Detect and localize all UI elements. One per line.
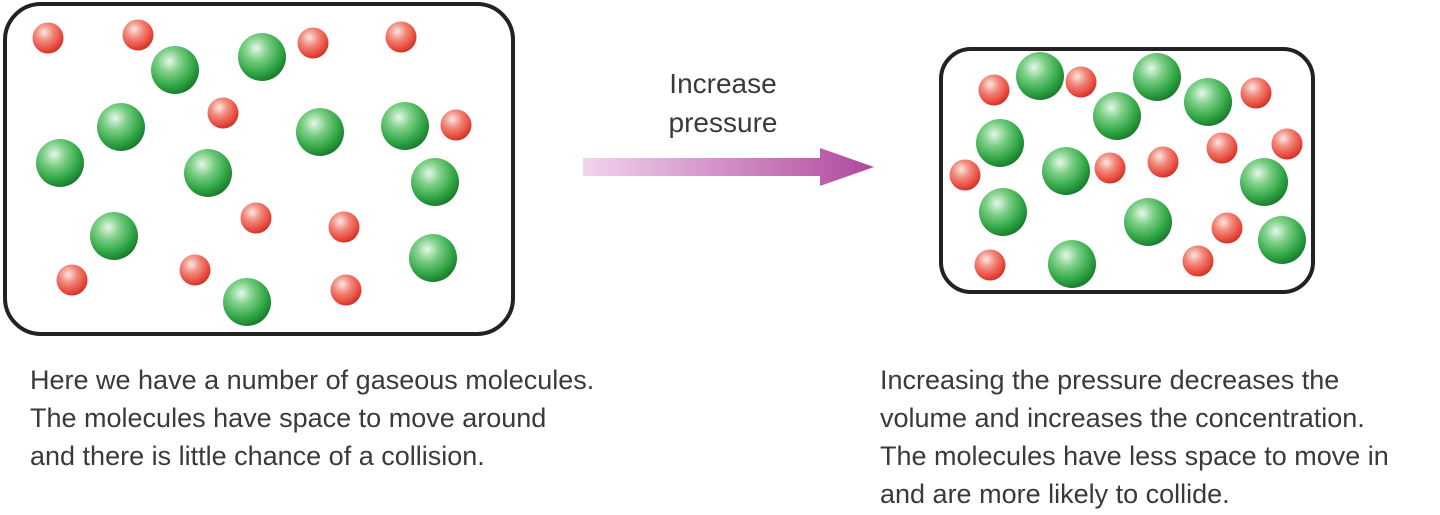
green-molecule: [1016, 52, 1064, 100]
red-molecule: [56, 264, 88, 296]
red-molecule: [1182, 245, 1214, 277]
red-molecule: [297, 27, 329, 59]
green-molecule: [1133, 53, 1181, 101]
green-molecule: [1093, 92, 1141, 140]
caption-before-line: The molecules have space to move around: [30, 403, 547, 433]
green-molecule: [296, 108, 344, 156]
caption-after-line: Increasing the pressure decreases the: [880, 365, 1340, 395]
caption-before-line: Here we have a number of gaseous molecul…: [30, 365, 595, 395]
red-molecule: [179, 254, 211, 286]
red-molecule: [1206, 132, 1238, 164]
green-molecule: [1184, 78, 1232, 126]
red-molecule: [385, 21, 417, 53]
red-molecule: [1240, 77, 1272, 109]
green-molecule: [90, 212, 138, 260]
arrow-label-line2: pressure: [669, 107, 778, 138]
red-molecule: [974, 249, 1006, 281]
green-molecule: [979, 188, 1027, 236]
green-molecule: [1042, 147, 1090, 195]
green-molecule: [1240, 158, 1288, 206]
red-molecule: [330, 274, 362, 306]
red-molecule: [122, 19, 154, 51]
green-molecule: [223, 278, 271, 326]
molecules-after: [949, 52, 1306, 288]
red-molecule: [440, 109, 472, 141]
caption-after-line: volume and increases the concentration.: [880, 403, 1365, 433]
green-molecule: [381, 102, 429, 150]
arrow-icon: [583, 148, 874, 186]
red-molecule: [978, 74, 1010, 106]
green-molecule: [411, 158, 459, 206]
red-molecule: [1147, 146, 1179, 178]
container-after: [939, 47, 1315, 294]
green-molecule: [1048, 240, 1096, 288]
green-molecule: [409, 234, 457, 282]
caption-before: Here we have a number of gaseous molecul…: [30, 361, 594, 475]
increase-pressure-arrow: Increase pressure: [583, 68, 874, 186]
red-molecule: [1211, 212, 1243, 244]
red-molecule: [1271, 128, 1303, 160]
caption-before-line: and there is little chance of a collisio…: [30, 441, 485, 471]
red-molecule: [207, 97, 239, 129]
caption-after-line: The molecules have less space to move in: [880, 441, 1389, 471]
red-molecule: [949, 159, 981, 191]
caption-after-line: and are more likely to collide.: [880, 479, 1230, 509]
green-molecule: [1258, 216, 1306, 264]
red-molecule: [328, 211, 360, 243]
red-molecule: [1094, 152, 1126, 184]
green-molecule: [151, 46, 199, 94]
red-molecule: [32, 22, 64, 54]
green-molecule: [1124, 198, 1172, 246]
green-molecule: [238, 33, 286, 81]
red-molecule: [240, 202, 272, 234]
arrow-label-line1: Increase: [669, 68, 776, 99]
molecules-before: [32, 19, 472, 326]
green-molecule: [36, 139, 84, 187]
green-molecule: [184, 149, 232, 197]
red-molecule: [1065, 66, 1097, 98]
container-before: [3, 2, 515, 336]
green-molecule: [97, 103, 145, 151]
caption-after: Increasing the pressure decreases the vo…: [880, 361, 1389, 513]
green-molecule: [976, 119, 1024, 167]
